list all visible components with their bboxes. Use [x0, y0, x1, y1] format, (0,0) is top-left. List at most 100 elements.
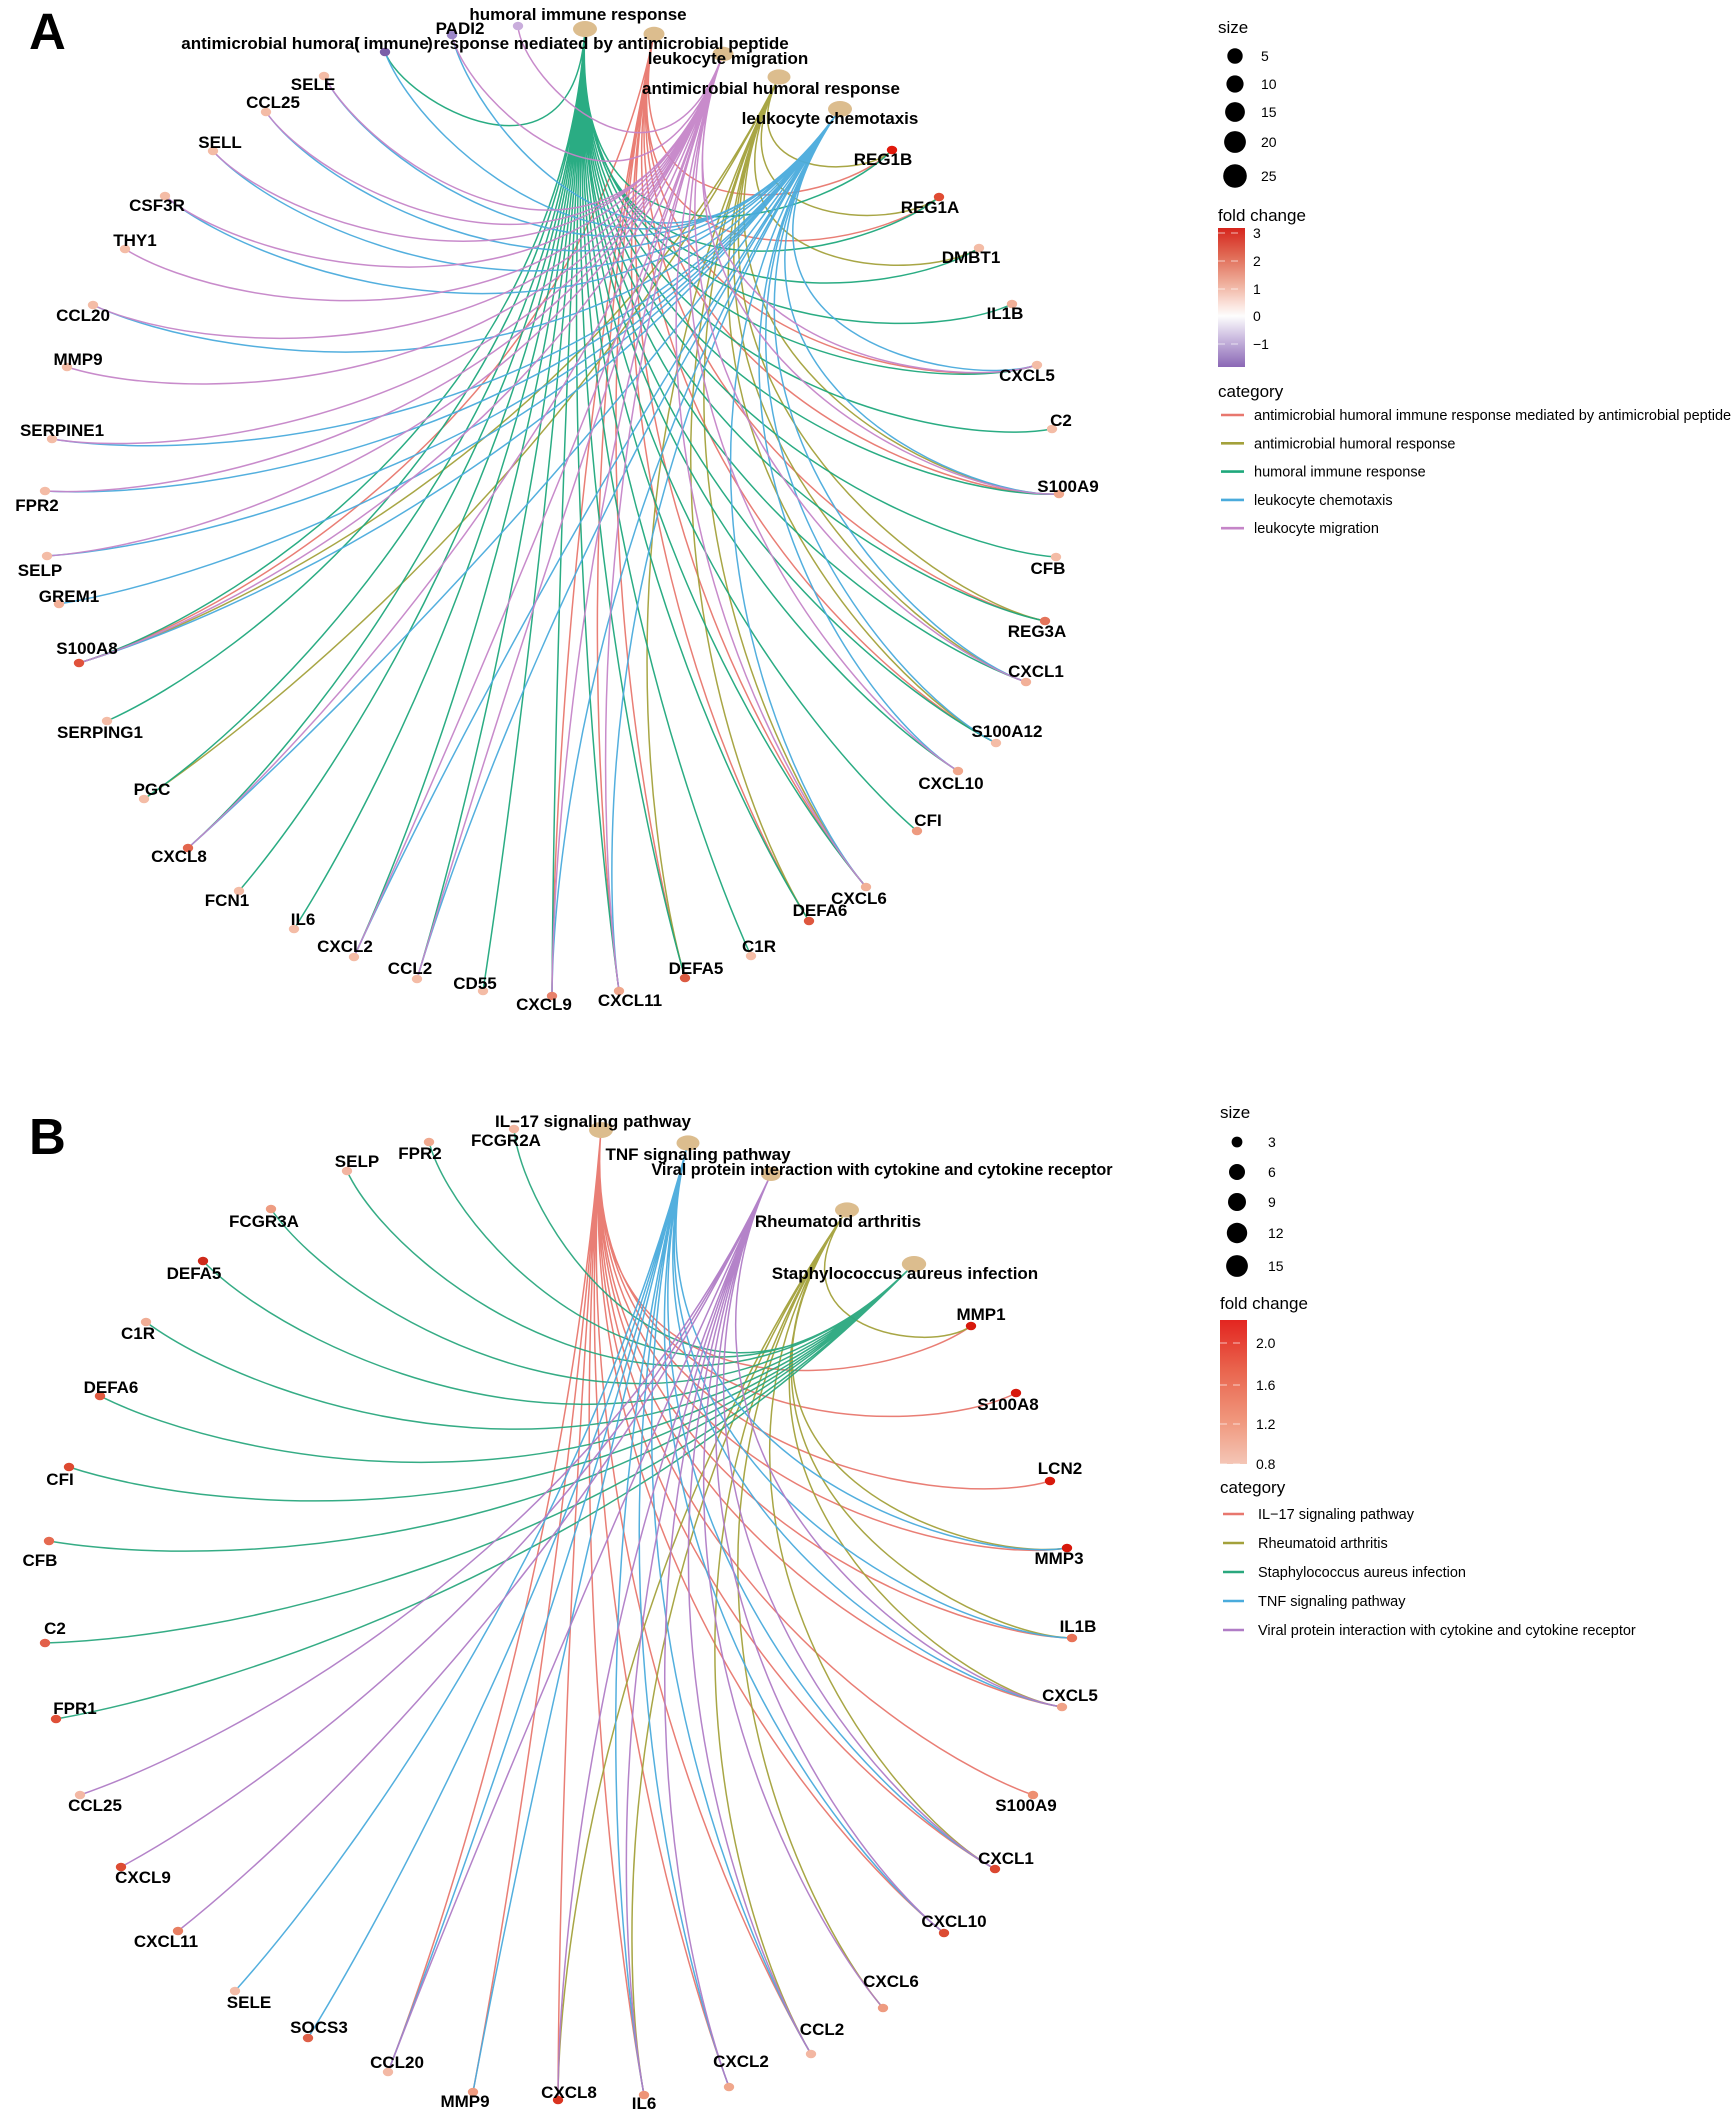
svg-text:C2: C2 — [44, 1619, 66, 1638]
svg-text:6: 6 — [1268, 1164, 1276, 1180]
svg-text:fold change: fold change — [1218, 206, 1306, 225]
svg-text:size: size — [1218, 18, 1248, 37]
svg-text:CXCL9: CXCL9 — [516, 995, 572, 1014]
svg-text:REG1A: REG1A — [901, 198, 960, 217]
svg-text:PADI2: PADI2 — [436, 19, 485, 38]
svg-text:CCL2: CCL2 — [800, 2020, 844, 2039]
svg-text:2: 2 — [1253, 253, 1261, 269]
svg-text:TNF signaling pathway: TNF signaling pathway — [605, 1145, 791, 1164]
svg-text:IL−17 signaling pathway: IL−17 signaling pathway — [1258, 1507, 1415, 1523]
svg-text:Staphylococcus aureus infectio: Staphylococcus aureus infection — [1258, 1565, 1466, 1581]
svg-text:DEFA5: DEFA5 — [167, 1264, 222, 1283]
svg-text:SELE: SELE — [291, 75, 335, 94]
svg-text:CXCL1: CXCL1 — [1008, 662, 1064, 681]
svg-text:LCN2: LCN2 — [1038, 1459, 1082, 1478]
svg-text:A: A — [29, 3, 66, 60]
svg-text:PGC: PGC — [134, 780, 171, 799]
svg-text:CXCL2: CXCL2 — [713, 2052, 769, 2071]
svg-text:antimicrobial humoral response: antimicrobial humoral response — [642, 79, 900, 98]
svg-text:CCL20: CCL20 — [56, 306, 110, 325]
svg-text:fold change: fold change — [1220, 1294, 1308, 1313]
svg-text:CCL25: CCL25 — [246, 93, 300, 112]
svg-text:CFI: CFI — [914, 811, 941, 830]
svg-text:DMBT1: DMBT1 — [942, 248, 1001, 267]
svg-text:IL−17 signaling pathway: IL−17 signaling pathway — [495, 1112, 692, 1131]
svg-text:MMP1: MMP1 — [956, 1305, 1005, 1324]
svg-text:MMP9: MMP9 — [440, 2092, 489, 2111]
svg-text:1: 1 — [1253, 281, 1261, 297]
svg-text:C1R: C1R — [121, 1324, 155, 1343]
svg-text:CXCL11: CXCL11 — [598, 991, 662, 1010]
svg-text:SELL: SELL — [198, 133, 241, 152]
svg-text:FCGR2A: FCGR2A — [471, 1131, 541, 1150]
svg-text:10: 10 — [1261, 76, 1277, 92]
svg-text:1.2: 1.2 — [1256, 1416, 1276, 1432]
svg-text:C1R: C1R — [742, 937, 776, 956]
svg-text:CXCL2: CXCL2 — [317, 937, 373, 956]
svg-text:Rheumatoid arthritis: Rheumatoid arthritis — [1258, 1536, 1388, 1552]
svg-text:FPR2: FPR2 — [15, 496, 58, 515]
svg-text:DEFA5: DEFA5 — [669, 959, 724, 978]
svg-text:Rheumatoid arthritis: Rheumatoid arthritis — [755, 1212, 921, 1231]
svg-text:CFB: CFB — [1031, 559, 1066, 578]
svg-text:category: category — [1218, 382, 1284, 401]
svg-text:CCL2: CCL2 — [388, 959, 432, 978]
svg-text:leukocyte migration: leukocyte migration — [648, 49, 809, 68]
svg-text:DEFA6: DEFA6 — [793, 901, 848, 920]
svg-text:MMP3: MMP3 — [1034, 1549, 1083, 1568]
svg-text:REG3A: REG3A — [1008, 622, 1067, 641]
svg-text:humoral immune response: humoral immune response — [1254, 465, 1426, 481]
svg-text:15: 15 — [1268, 1258, 1284, 1274]
svg-text:3: 3 — [1253, 225, 1261, 241]
svg-text:leukocyte chemotaxis: leukocyte chemotaxis — [742, 109, 919, 128]
svg-text:SELE: SELE — [227, 1993, 271, 2012]
svg-text:leukocyte chemotaxis: leukocyte chemotaxis — [1254, 493, 1393, 509]
svg-text:C2: C2 — [1050, 411, 1072, 430]
svg-text:IL6: IL6 — [632, 2094, 657, 2113]
svg-text:CXCL5: CXCL5 — [1042, 1686, 1098, 1705]
svg-text:Staphylococcus aureus infectio: Staphylococcus aureus infection — [772, 1264, 1038, 1283]
svg-text:SERPING1: SERPING1 — [57, 723, 143, 742]
svg-text:humoral immune response: humoral immune response — [469, 5, 686, 24]
svg-text:antimicrobial humoral immune r: antimicrobial humoral immune response me… — [1254, 408, 1731, 424]
svg-text:25: 25 — [1261, 168, 1277, 184]
svg-text:0.8: 0.8 — [1256, 1456, 1276, 1472]
svg-text:THY1: THY1 — [113, 231, 156, 250]
svg-text:5: 5 — [1261, 48, 1269, 64]
svg-text:(: ( — [354, 34, 360, 53]
svg-text:TNF signaling pathway: TNF signaling pathway — [1258, 1594, 1406, 1610]
svg-text:CXCL8: CXCL8 — [541, 2083, 597, 2102]
svg-text:0: 0 — [1253, 308, 1261, 324]
svg-text:−1: −1 — [1253, 336, 1269, 352]
svg-text:FCGR3A: FCGR3A — [229, 1212, 299, 1231]
svg-text:CXCL9: CXCL9 — [115, 1868, 171, 1887]
svg-text:CSF3R: CSF3R — [129, 196, 185, 215]
svg-text:B: B — [29, 1108, 66, 1165]
svg-text:20: 20 — [1261, 134, 1277, 150]
svg-text:CXCL6: CXCL6 — [831, 889, 887, 908]
svg-text:S100A12: S100A12 — [972, 722, 1043, 741]
svg-text:antimicrobial humoral immune r: antimicrobial humoral immune response me… — [181, 34, 788, 53]
svg-text:CFI: CFI — [46, 1470, 73, 1489]
svg-text:CXCL8: CXCL8 — [151, 847, 207, 866]
svg-text:FCN1: FCN1 — [205, 891, 249, 910]
svg-text:IL1B: IL1B — [987, 304, 1024, 323]
svg-text:1.6: 1.6 — [1256, 1377, 1276, 1393]
svg-text:CCL20: CCL20 — [370, 2053, 424, 2072]
svg-text:S100A8: S100A8 — [977, 1395, 1038, 1414]
svg-text:REG1B: REG1B — [854, 150, 913, 169]
svg-text:9: 9 — [1268, 1194, 1276, 1210]
svg-text:): ) — [427, 34, 433, 53]
svg-text:leukocyte migration: leukocyte migration — [1254, 521, 1379, 537]
svg-text:15: 15 — [1261, 104, 1277, 120]
svg-text:FPR2: FPR2 — [398, 1144, 441, 1163]
svg-text:GREM1: GREM1 — [39, 587, 99, 606]
svg-text:category: category — [1220, 1478, 1286, 1497]
svg-text:Viral protein interaction with: Viral protein interaction with cytokine … — [1258, 1623, 1636, 1639]
svg-text:antimicrobial humoral response: antimicrobial humoral response — [1254, 436, 1456, 452]
svg-text:2.0: 2.0 — [1256, 1335, 1276, 1351]
svg-text:S100A8: S100A8 — [56, 639, 117, 658]
svg-text:MMP9: MMP9 — [53, 350, 102, 369]
svg-text:Viral protein interaction with: Viral protein interaction with cytokine … — [651, 1161, 1113, 1179]
svg-text:DEFA6: DEFA6 — [84, 1378, 139, 1397]
